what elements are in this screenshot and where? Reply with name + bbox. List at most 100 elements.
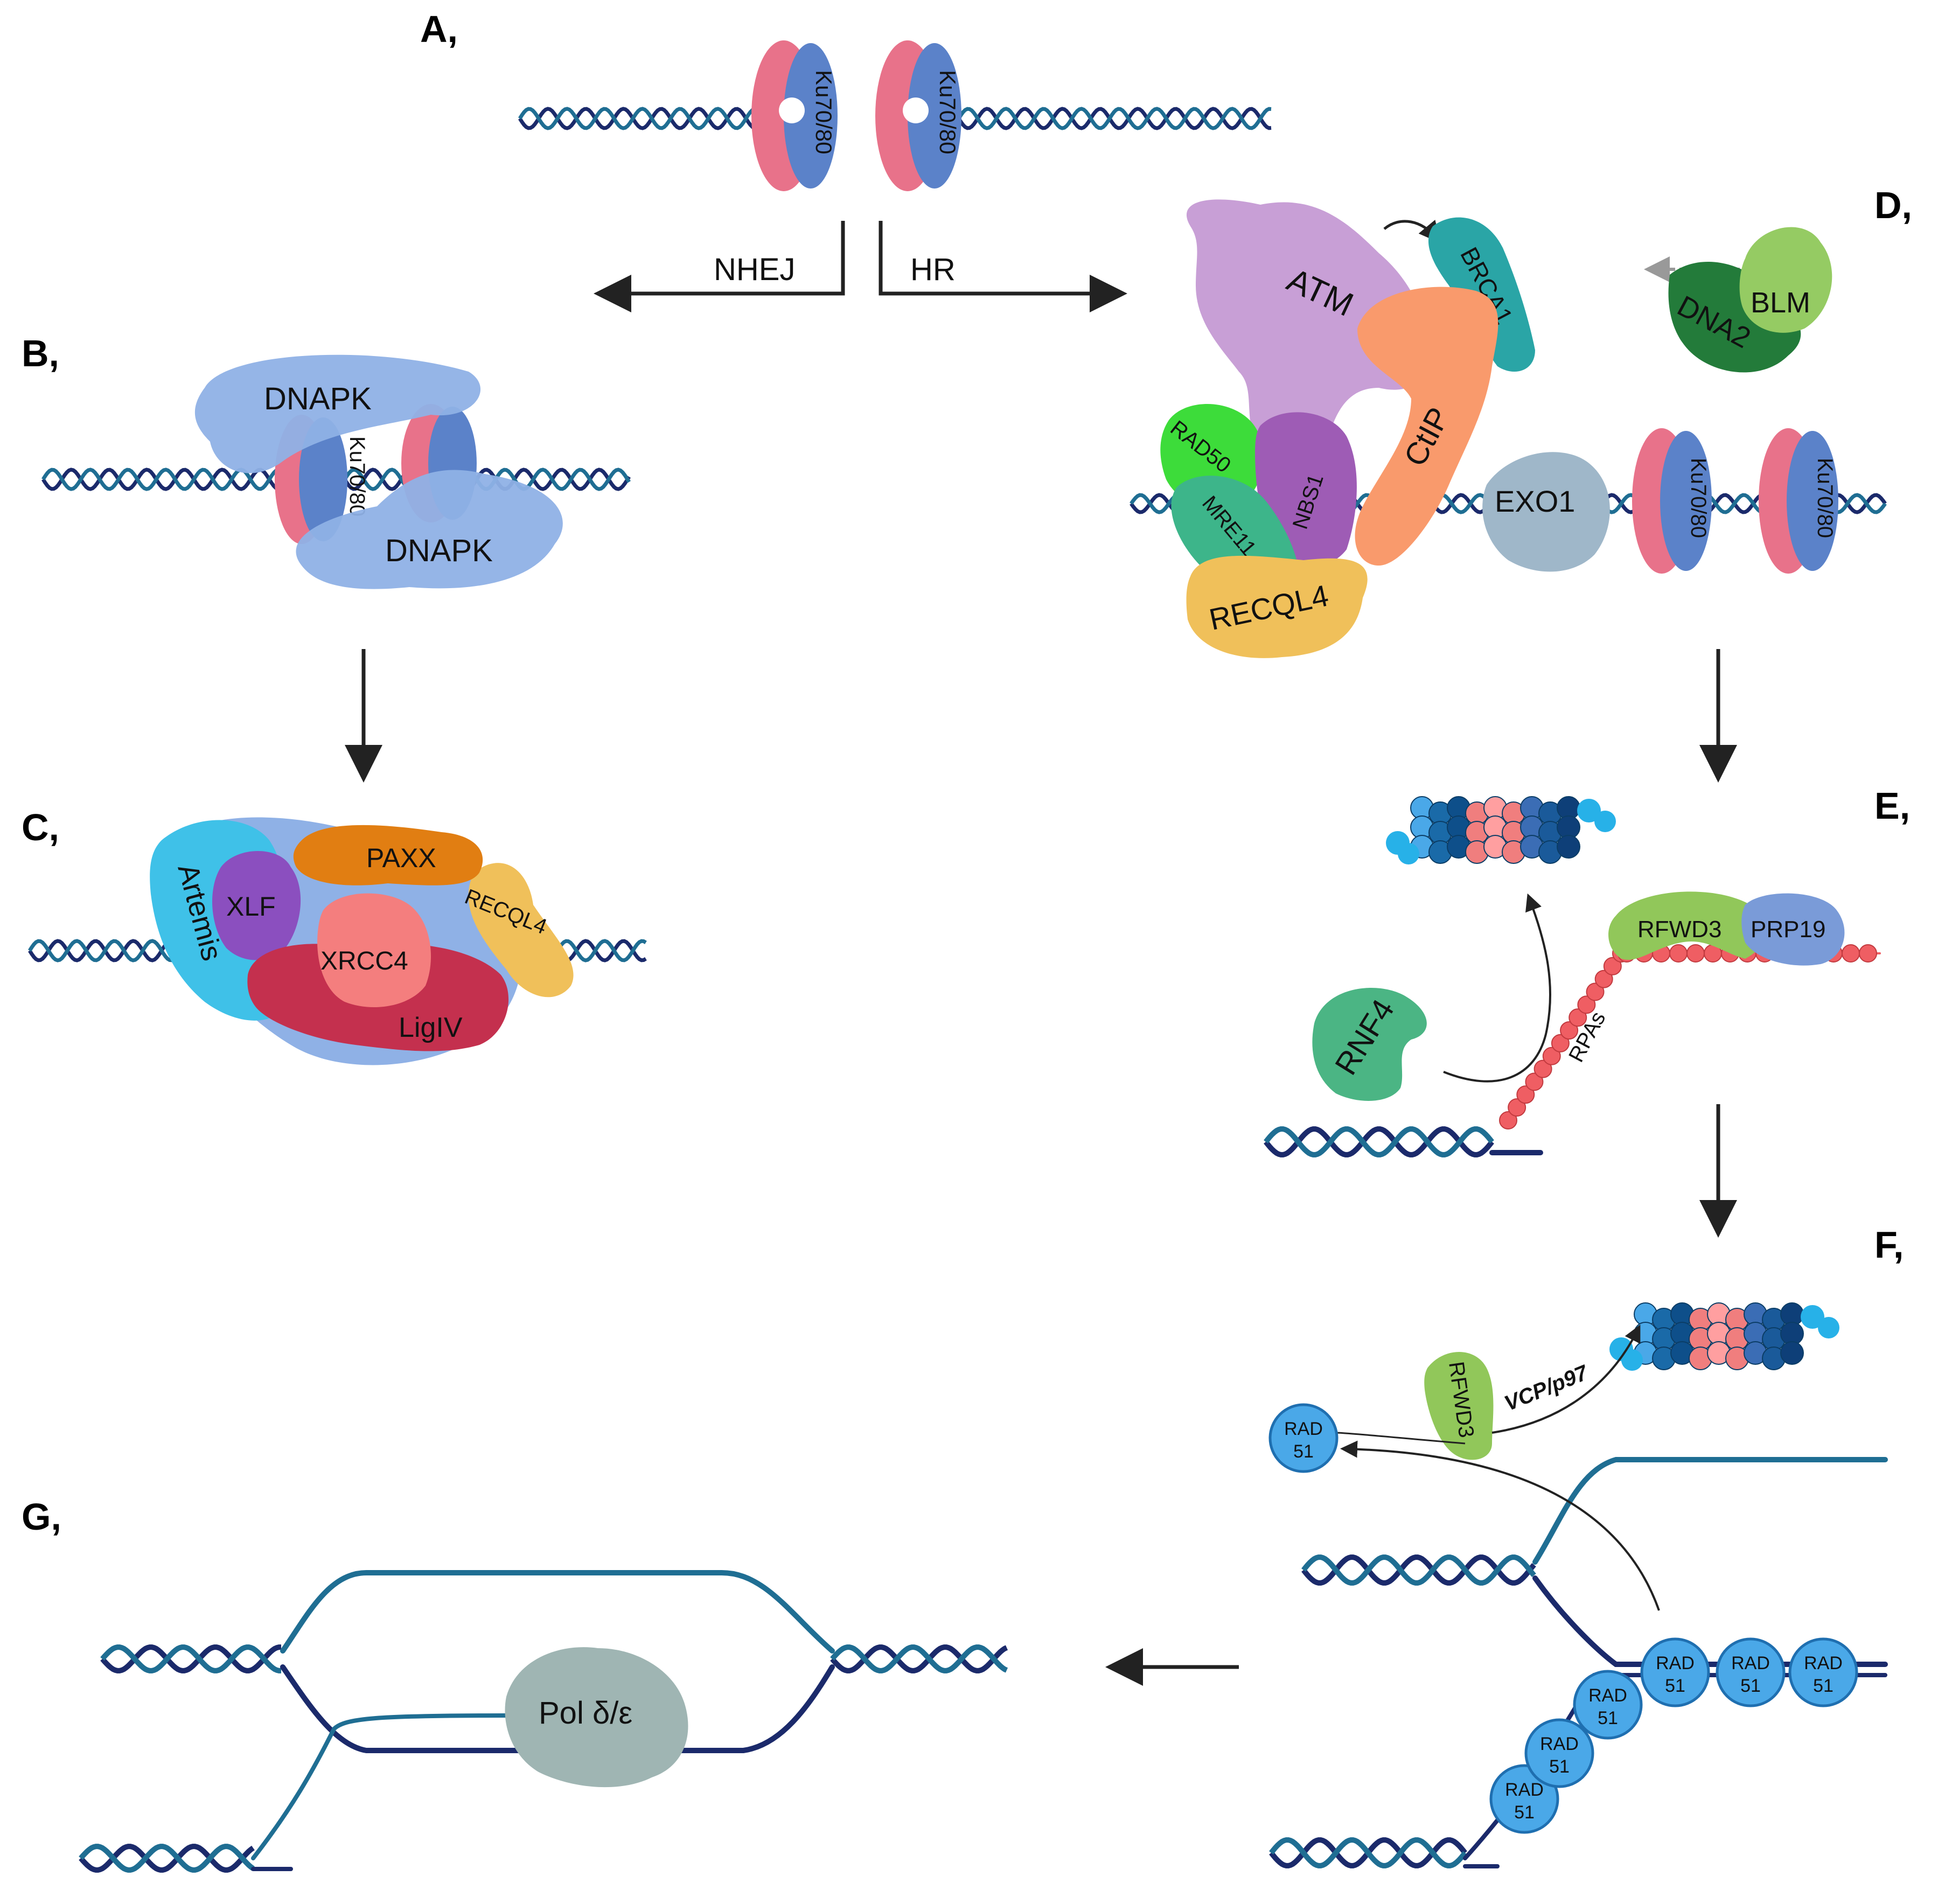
rad51-release-line <box>1335 1432 1466 1445</box>
rad51-label: 51 <box>1665 1676 1685 1696</box>
xrcc4-label: XRCC4 <box>320 947 408 975</box>
panel-label-g: G, <box>22 1496 61 1538</box>
polymerase-protein: Pol δ/ε <box>505 1647 688 1788</box>
rpa-bead <box>1594 970 1613 988</box>
paxx-protein: PAXX <box>293 825 483 885</box>
rpa-bead <box>1859 944 1877 963</box>
rpa-bead <box>1516 1085 1535 1104</box>
rad51-label: RAD <box>1804 1653 1843 1673</box>
ku-label: Ku70/80 <box>1686 458 1710 538</box>
rfwd3-label: RFWD3 <box>1637 916 1721 943</box>
rad51-label: 51 <box>1813 1676 1834 1696</box>
panel-c: RECQL4 Artemis PAXX XLF LigIV XRCC4 <box>28 817 647 1065</box>
hr-label: HR <box>910 252 956 287</box>
xrcc4-protein: XRCC4 <box>317 893 431 1007</box>
rad51-label: 51 <box>1293 1441 1314 1462</box>
blm-label: BLM <box>1751 287 1810 319</box>
pol-label: Pol δ/ε <box>539 1696 632 1731</box>
panel-f: RFWD3 VCP/p97 RAD51RAD51RAD51RAD51RAD51R… <box>1105 1302 1888 1868</box>
rnf4-protein: RNF4 <box>1312 988 1427 1101</box>
rpa-bead <box>1686 944 1705 963</box>
rad51-label: 51 <box>1549 1756 1570 1777</box>
rpa-coated-ssdna <box>1499 944 1881 1129</box>
dna-helix <box>957 107 1272 130</box>
rad51-protein: RAD 51 <box>1788 1637 1858 1707</box>
dnapk-lower: DNAPK <box>296 470 563 589</box>
ku-ring: Ku70/80 <box>1632 428 1712 574</box>
rpa-bead <box>1508 1098 1526 1117</box>
panel-e: RFWD3 PRP19 RPAs RNF4 <box>1264 796 1881 1238</box>
panel-label-e: E, <box>1874 785 1910 827</box>
panel-label-f: F, <box>1874 1224 1904 1266</box>
rpa-bead <box>1542 1047 1561 1065</box>
rpa-subunit <box>1557 835 1580 859</box>
rad51-label: RAD <box>1505 1780 1544 1800</box>
prp19-protein: PRP19 <box>1741 893 1845 966</box>
rpa-bead <box>1551 1034 1570 1052</box>
panel-label-a: A, <box>420 8 458 50</box>
rpa-bead <box>1525 1072 1544 1091</box>
rad51-protein: RAD 51 <box>1640 1637 1710 1707</box>
rpa-bead <box>1586 982 1605 1001</box>
rpa-bead <box>1533 1059 1552 1078</box>
rpa-bead <box>1560 1021 1579 1040</box>
panel-g: Pol δ/ε <box>79 1570 1008 1873</box>
recql4-protein: RECQL4 <box>1186 555 1368 658</box>
ku-ring: Ku70/80 <box>1759 428 1838 574</box>
rpa-complex <box>1386 796 1616 864</box>
ku-ring-right: Ku70/80 <box>875 40 961 191</box>
rad51-label: RAD <box>1588 1685 1627 1706</box>
ligiv-label: LigIV <box>399 1012 463 1043</box>
nhej-arrow <box>594 221 845 312</box>
rpa-subunit <box>1780 1341 1804 1365</box>
atm-protein: ATM <box>1186 199 1428 459</box>
exo1-label: EXO1 <box>1495 484 1575 518</box>
panel-a: Ku70/80 Ku70/80 NHEJ HR <box>518 40 1272 312</box>
rfwd3-protein: RFWD3 <box>1424 1352 1494 1460</box>
prp19-label: PRP19 <box>1751 916 1825 943</box>
exo1-protein: EXO1 <box>1482 452 1610 572</box>
vcp-extraction-arrow <box>1491 1324 1641 1434</box>
rpa-bead <box>1499 1111 1517 1129</box>
dna-helix <box>1264 1126 1543 1157</box>
dnapk-upper: DNAPK <box>194 354 481 473</box>
panel-d: ATM BRCA1 CtIP RAD50 NBS1 MRE11 RECQL4 <box>1130 199 1887 783</box>
rpa-complex <box>1609 1302 1839 1371</box>
dna-helix <box>518 107 765 130</box>
rpa-bead <box>1568 1008 1587 1027</box>
dnapk-label: DNAPK <box>264 381 372 416</box>
panel-label-d: D, <box>1874 184 1912 226</box>
panel-label-b: B, <box>22 332 59 374</box>
rfwd3-protein: RFWD3 <box>1608 891 1767 960</box>
panel-label-c: C, <box>22 806 59 848</box>
rnf4-extraction-arrow <box>1443 893 1552 1083</box>
hr-arrow <box>879 221 1127 312</box>
ku-label: Ku70/80 <box>811 70 836 154</box>
vcp-label: VCP/p97 <box>1501 1361 1592 1415</box>
rpa-bead <box>1603 957 1622 975</box>
rad51-label: 51 <box>1598 1708 1618 1728</box>
rpa-bead <box>1669 944 1688 963</box>
rad51-removal-arrow <box>1340 1440 1660 1611</box>
rad51-label: RAD <box>1284 1419 1323 1439</box>
ku-label: Ku70/80 <box>345 436 369 517</box>
dnapk-label: DNAPK <box>385 533 493 568</box>
ku-label: Ku70/80 <box>935 70 960 154</box>
rad51-label: 51 <box>1740 1676 1761 1696</box>
rpa-bead <box>1842 944 1860 963</box>
xlf-protein: XLF <box>212 851 301 960</box>
nhej-label: NHEJ <box>714 252 795 287</box>
panel-b: Ku70/80 DNAPK DNAPK <box>41 354 631 783</box>
rad51-label: 51 <box>1514 1802 1535 1823</box>
rpa-bead <box>1577 995 1596 1014</box>
atm-to-brca1-arrow <box>1383 219 1441 243</box>
rad51-label: RAD <box>1656 1653 1695 1673</box>
ctip-protein: CtIP <box>1355 287 1498 566</box>
ku-ring-left: Ku70/80 <box>751 40 838 191</box>
